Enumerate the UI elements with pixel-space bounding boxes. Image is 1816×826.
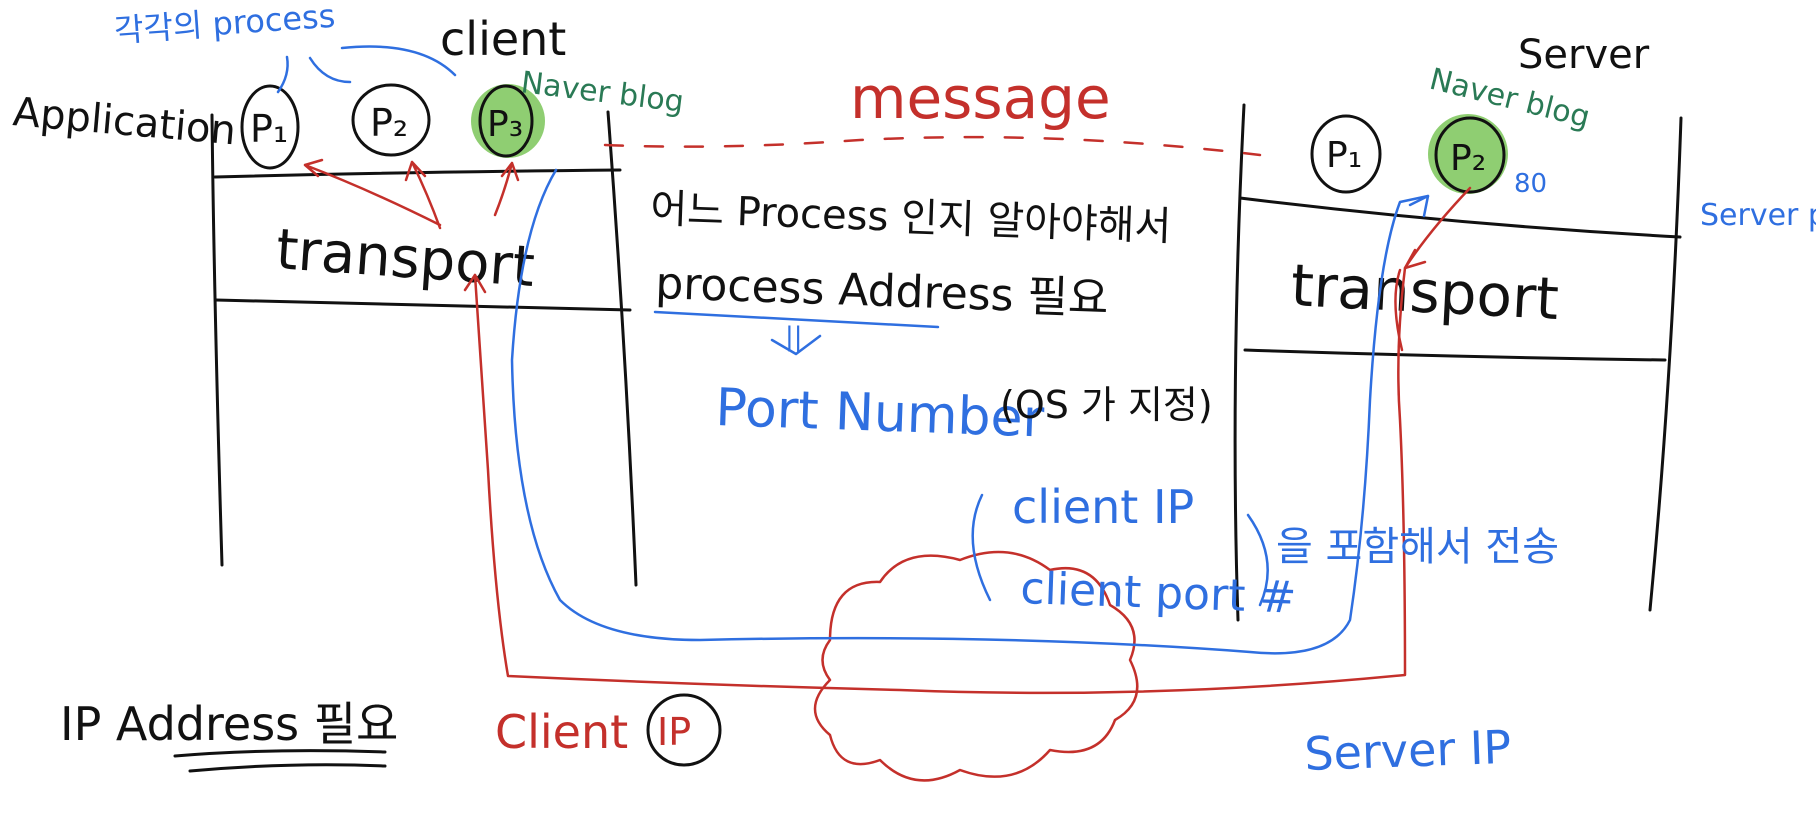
red-route	[473, 186, 1472, 695]
blue-route-arrowhead	[1408, 194, 1430, 218]
client-ip-circled-text: IP	[657, 710, 691, 754]
p3-circle	[478, 84, 534, 158]
server-stack-right-edge	[1648, 116, 1683, 612]
client-transport-network-divider	[214, 298, 632, 312]
client-processes: P₁ P₂ P₃	[240, 83, 545, 170]
server-title: Server	[1518, 32, 1650, 78]
equals-arrow	[770, 334, 822, 356]
blue-route	[510, 168, 1430, 655]
client-ip-blue: client IP	[1012, 480, 1194, 534]
port-number-note: Port Number	[715, 378, 1046, 449]
server-p1-circle	[1310, 114, 1382, 194]
message-label: message	[850, 64, 1111, 132]
include-and-send-note: 을 포함해서 전송	[1276, 524, 1559, 570]
application-label: Application	[11, 89, 238, 154]
server-p2-highlight	[1428, 114, 1508, 194]
p2-label: P₂	[370, 101, 408, 145]
server-stack	[1233, 103, 1683, 622]
client-stack-right-edge	[606, 110, 638, 587]
process-address-underline	[653, 310, 940, 329]
client-stack	[210, 110, 638, 587]
server-transport-label: transport	[1289, 251, 1560, 333]
p2-circle	[351, 83, 431, 157]
ip-address-note: IP Address 필요	[60, 697, 398, 751]
which-process-note: 어느 Process 인지 알아야해서	[650, 186, 1172, 250]
server-ip-note: Server IP	[1303, 720, 1512, 781]
p1-label: P₁	[250, 107, 288, 151]
p3-label: P₃	[487, 104, 523, 145]
red-route-arrowhead	[463, 273, 487, 294]
server-p2-circle	[1434, 116, 1506, 194]
p1-circle	[240, 84, 300, 170]
server-app-transport-divider	[1238, 196, 1682, 239]
server-transport-network-divider	[1243, 348, 1667, 362]
arrow-to-p3	[493, 161, 520, 217]
client-process-arrows	[303, 158, 520, 230]
each-process-label: 각각의 process	[113, 0, 337, 50]
arrow-to-p1	[303, 158, 442, 227]
server-port-label: Server port #	[1700, 198, 1816, 233]
client-title: client	[440, 12, 566, 66]
client-port-blue: client port #	[1020, 563, 1298, 624]
port-80-label: 80	[1514, 169, 1547, 199]
os-assigned-note: (OS 가 지정)	[1000, 383, 1213, 427]
each-process-brace	[308, 45, 457, 84]
naver-blog-client: Naver blog	[519, 65, 686, 120]
each-process-pointer	[276, 55, 289, 94]
red-server-branch	[1394, 248, 1427, 352]
message-dashed-line	[603, 135, 1262, 157]
internet-cloud	[813, 550, 1139, 782]
client-stack-left-edge	[210, 113, 224, 567]
client-ip-circle	[646, 693, 722, 767]
server-p1-label: P₁	[1326, 135, 1362, 176]
server-p2-label: P₂	[1450, 138, 1486, 179]
equals-mark: ||	[785, 322, 803, 352]
ip-address-underline	[173, 749, 387, 773]
arrow-to-p2	[404, 160, 442, 230]
client-transport-label: transport	[274, 217, 537, 300]
server-processes: P₁ P₂	[1310, 114, 1508, 194]
client-info-bracket	[971, 493, 992, 602]
server-stack-left-edge	[1233, 103, 1246, 622]
client-info-bracket-right	[1246, 513, 1269, 607]
client-ip-red: Client	[495, 705, 628, 759]
